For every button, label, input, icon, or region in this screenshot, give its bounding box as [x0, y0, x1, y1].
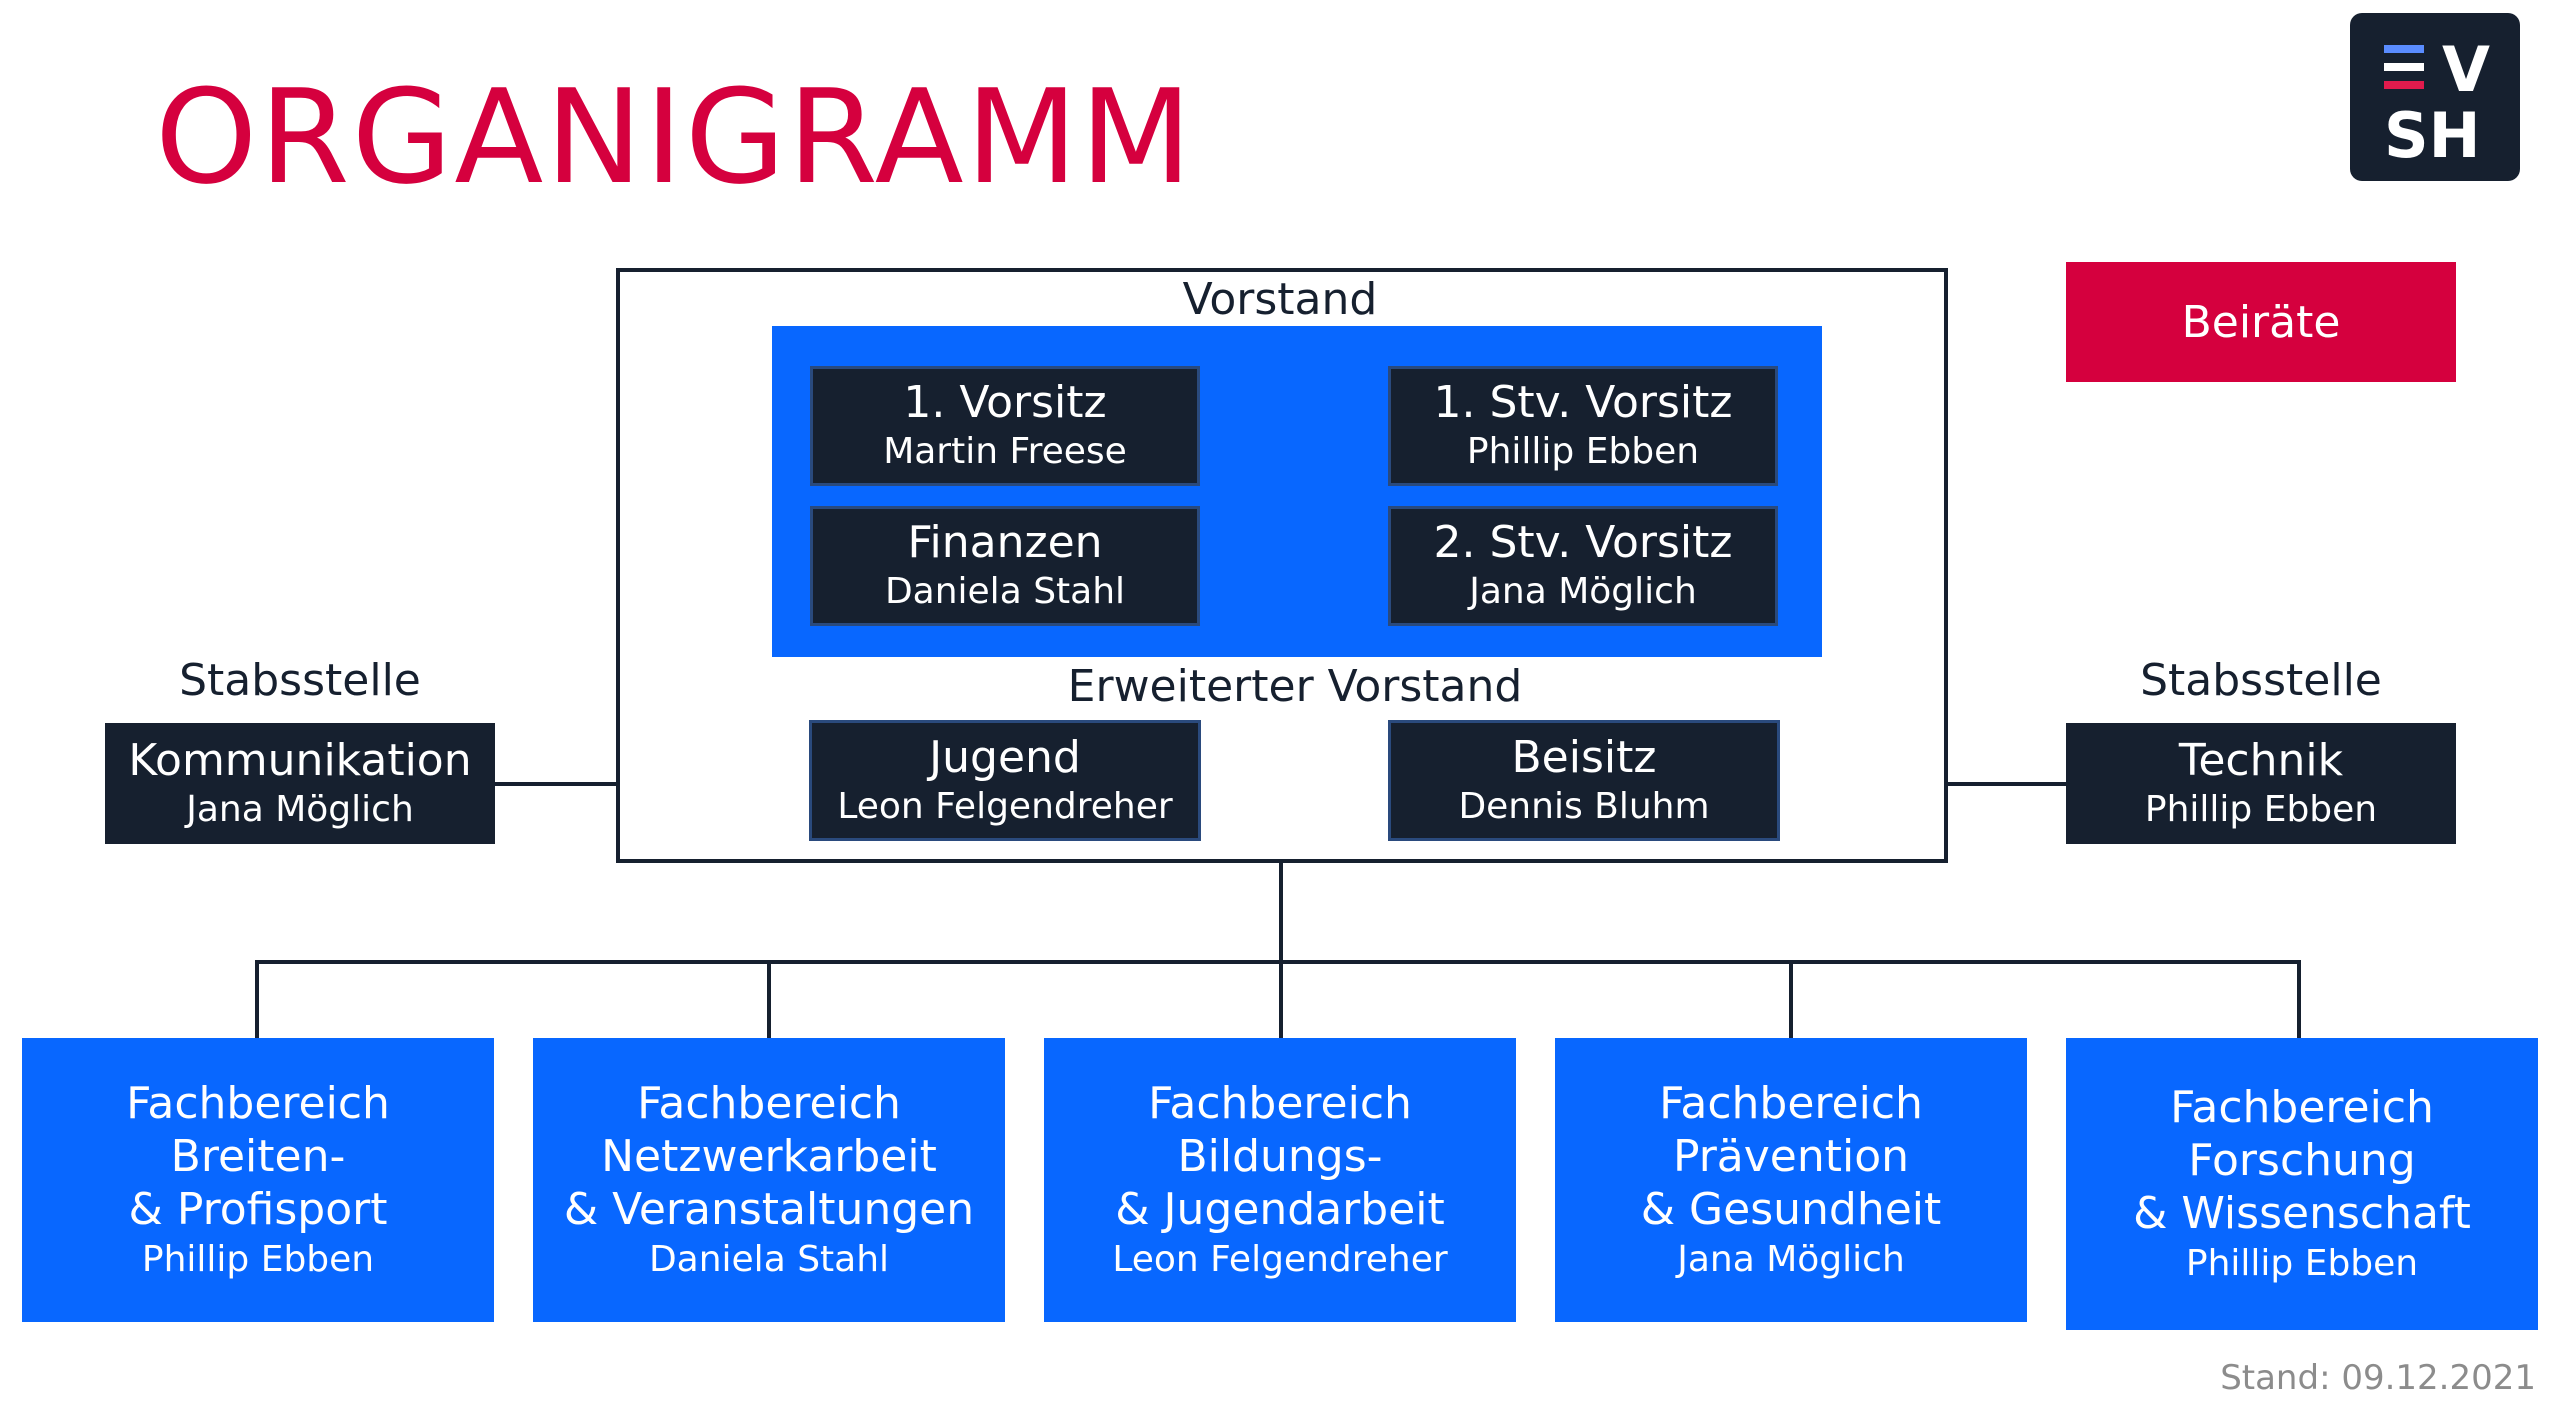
connector-fb1: [255, 960, 259, 1040]
role-label: Technik: [2178, 734, 2344, 786]
role-label: 2. Stv. Vorsitz: [1433, 517, 1733, 568]
person-name: Daniela Stahl: [648, 1238, 890, 1280]
connector-right: [1948, 782, 2066, 786]
stabsstelle-right-heading: Stabsstelle: [2140, 655, 2382, 706]
connector-fb4: [1789, 960, 1793, 1040]
fachbereich-line: Netzwerkarbeit: [601, 1130, 937, 1182]
box-1-stv-vorsitz: 1. Stv. Vorsitz Phillip Ebben: [1388, 366, 1778, 486]
person-name: Phillip Ebben: [2185, 1242, 2419, 1284]
logo-bar-blue: [2384, 45, 2424, 53]
person-name: Jana Möglich: [1677, 1238, 1905, 1280]
box-beisitz: Beisitz Dennis Bluhm: [1388, 720, 1780, 841]
erweiterter-vorstand-label: Erweiterter Vorstand: [1067, 661, 1523, 712]
logo-text-sh: SH: [2384, 99, 2481, 172]
fachbereich-line: & Jugendarbeit: [1115, 1183, 1445, 1235]
connector-fb5: [2297, 960, 2301, 1040]
logo-bar-red: [2384, 81, 2424, 89]
person-name: Martin Freese: [883, 431, 1127, 472]
fachbereich-line: Forschung: [2188, 1134, 2416, 1186]
box-jugend: Jugend Leon Felgendreher: [809, 720, 1201, 841]
page-title: ORGANIGRAMM: [155, 61, 1194, 213]
connector-fb3: [1279, 960, 1283, 1040]
role-label: 1. Stv. Vorsitz: [1433, 377, 1733, 428]
evsh-logo: V SH: [2350, 13, 2520, 181]
fachbereich-line: Prävention: [1672, 1130, 1910, 1182]
fachbereich-line: Breiten-: [170, 1130, 346, 1182]
role-label: Beisitz: [1511, 731, 1657, 783]
role-label: Kommunikation: [128, 734, 472, 786]
connector-horizontal: [255, 960, 2301, 964]
fachbereich-line: Fachbereich: [1148, 1077, 1412, 1129]
fachbereich-breiten-profisport: Fachbereich Breiten- & Profisport Philli…: [22, 1038, 494, 1322]
box-2-stv-vorsitz: 2. Stv. Vorsitz Jana Möglich: [1388, 506, 1778, 626]
connector-down: [1279, 863, 1283, 960]
fachbereich-praevention-gesundheit: Fachbereich Prävention & Gesundheit Jana…: [1555, 1038, 2027, 1322]
fachbereich-line: & Profisport: [128, 1183, 388, 1235]
person-name: Phillip Ebben: [141, 1238, 375, 1280]
person-name: Phillip Ebben: [1466, 431, 1700, 472]
fachbereich-forschung-wissenschaft: Fachbereich Forschung & Wissenschaft Phi…: [2066, 1038, 2538, 1330]
fachbereich-bildungs-jugendarbeit: Fachbereich Bildungs- & Jugendarbeit Leo…: [1044, 1038, 1516, 1322]
role-label: Finanzen: [907, 517, 1103, 568]
fachbereich-line: Fachbereich: [637, 1077, 901, 1129]
stabsstelle-left-heading: Stabsstelle: [179, 655, 421, 706]
box-kommunikation: Kommunikation Jana Möglich: [105, 723, 495, 844]
person-name: Jana Möglich: [186, 788, 414, 830]
person-name: Leon Felgendreher: [1112, 1238, 1448, 1280]
box-finanzen: Finanzen Daniela Stahl: [810, 506, 1200, 626]
person-name: Jana Möglich: [1469, 571, 1697, 612]
fachbereich-line: Fachbereich: [1659, 1077, 1923, 1129]
fachbereich-netzwerkarbeit: Fachbereich Netzwerkarbeit & Veranstaltu…: [533, 1038, 1005, 1322]
connector-left: [494, 782, 616, 786]
stand-date: Stand: 09.12.2021: [2220, 1358, 2536, 1398]
fachbereich-line: Bildungs-: [1177, 1130, 1383, 1182]
connector-fb2: [767, 960, 771, 1040]
box-1-vorsitz: 1. Vorsitz Martin Freese: [810, 366, 1200, 486]
beiraete-box: Beiräte: [2066, 262, 2456, 382]
role-label: Jugend: [929, 731, 1081, 783]
person-name: Dennis Bluhm: [1458, 785, 1710, 827]
role-label: 1. Vorsitz: [903, 377, 1107, 428]
fachbereich-line: & Wissenschaft: [2133, 1187, 2471, 1239]
person-name: Leon Felgendreher: [837, 785, 1173, 827]
logo-bar-white: [2384, 63, 2424, 71]
person-name: Phillip Ebben: [2144, 788, 2378, 830]
fachbereich-line: Fachbereich: [126, 1077, 390, 1129]
box-technik: Technik Phillip Ebben: [2066, 723, 2456, 844]
fachbereich-line: & Gesundheit: [1640, 1183, 1942, 1235]
fachbereich-line: Fachbereich: [2170, 1081, 2434, 1133]
person-name: Daniela Stahl: [884, 571, 1126, 612]
vorstand-label: Vorstand: [1182, 274, 1378, 325]
fachbereich-line: & Veranstaltungen: [563, 1183, 975, 1235]
logo-text-v: V: [2442, 33, 2490, 106]
